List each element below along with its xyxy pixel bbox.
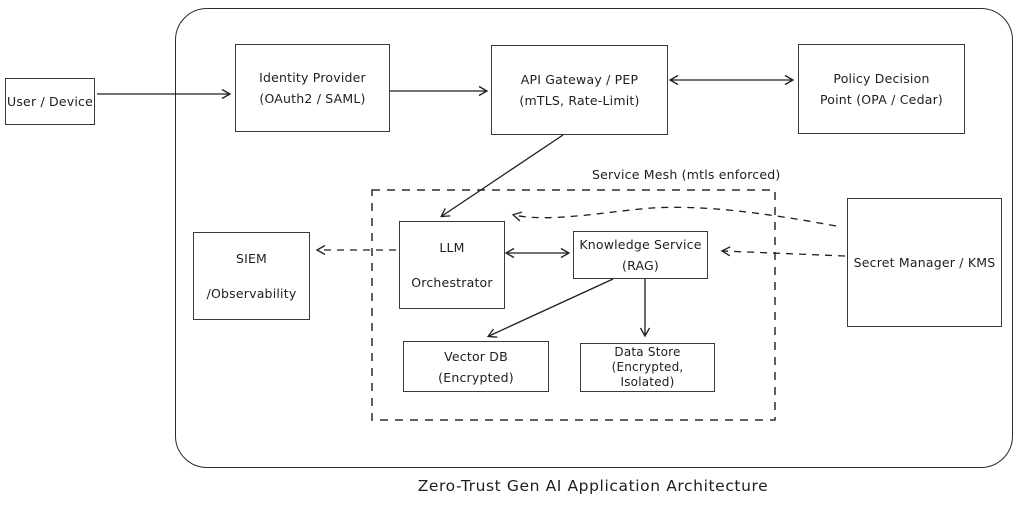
node-identity-provider: Identity Provider (OAuth2 / SAML) xyxy=(235,44,390,132)
node-sublabel: /Observability xyxy=(206,286,297,302)
node-sublabel: Isolated) xyxy=(620,375,675,389)
node-sublabel: (Encrypted) xyxy=(438,369,514,385)
node-api-gateway: API Gateway / PEP (mTLS, Rate-Limit) xyxy=(491,45,668,135)
node-sublabel: (RAG) xyxy=(622,258,659,273)
node-sublabel: Orchestrator xyxy=(411,275,493,291)
node-label: API Gateway / PEP xyxy=(520,72,639,87)
node-label: Identity Provider xyxy=(259,70,366,85)
node-user-device: User / Device xyxy=(5,78,95,125)
node-label: Knowledge Service xyxy=(579,237,702,252)
service-mesh-label: Service Mesh (mtls enforced) xyxy=(592,167,781,182)
node-sublabel: (mTLS, Rate-Limit) xyxy=(519,93,640,108)
node-sublabel: Point (OPA / Cedar) xyxy=(819,92,943,107)
node-sublabel: (Encrypted, xyxy=(611,360,684,374)
node-llm-orchestrator: LLM Orchestrator xyxy=(399,221,505,309)
node-label: Data Store xyxy=(614,345,681,359)
node-label: User / Device xyxy=(7,94,93,109)
node-vector-db: Vector DB (Encrypted) xyxy=(403,341,549,392)
node-label: Vector DB xyxy=(444,348,508,364)
node-label: Secret Manager / KMS xyxy=(853,255,996,270)
node-label: SIEM xyxy=(235,250,268,266)
diagram-title: Zero-Trust Gen AI Application Architectu… xyxy=(417,477,769,495)
node-label: Policy Decision xyxy=(833,71,930,86)
node-sublabel: (OAuth2 / SAML) xyxy=(259,91,366,106)
node-secret-manager: Secret Manager / KMS xyxy=(847,198,1002,327)
node-policy-decision-point: Policy Decision Point (OPA / Cedar) xyxy=(798,44,965,134)
node-siem: SIEM /Observability xyxy=(193,232,310,320)
trust-boundary-frame xyxy=(175,8,1013,468)
node-knowledge-service: Knowledge Service (RAG) xyxy=(573,231,708,279)
node-label: LLM xyxy=(439,239,465,255)
node-data-store: Data Store (Encrypted, Isolated) xyxy=(580,343,715,392)
